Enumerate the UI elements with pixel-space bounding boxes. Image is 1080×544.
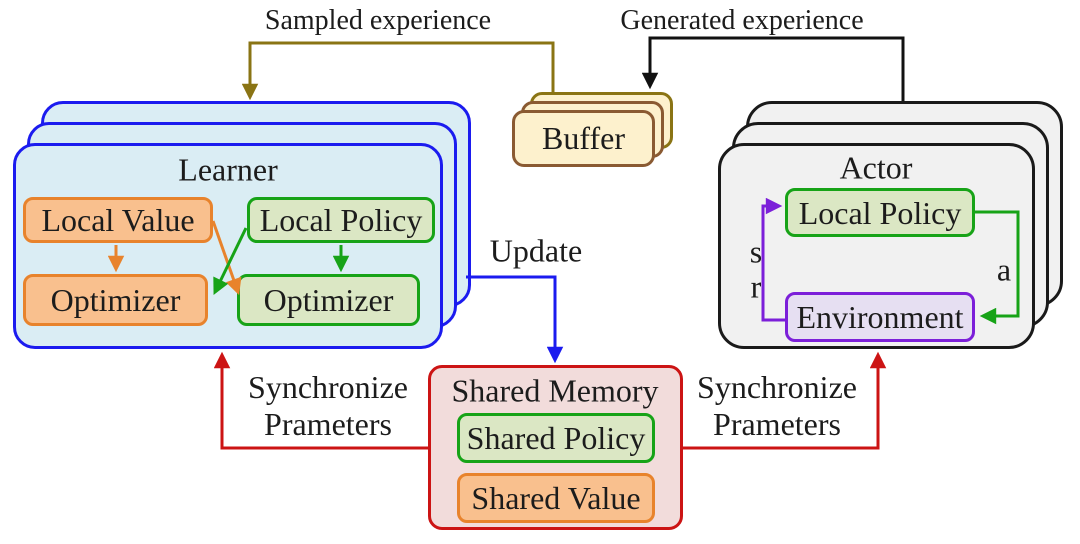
state-label: s: [749, 233, 763, 270]
shared-value-node: Shared Value: [457, 473, 655, 523]
synchronize-right-line1: Synchronize: [697, 369, 857, 405]
value-optimizer-node: Optimizer: [23, 274, 208, 326]
update-label: Update: [489, 232, 583, 269]
synchronize-right-label: Synchronize Prameters: [697, 369, 857, 443]
generated-experience-arrow: [641, 36, 905, 101]
environment-node: Environment: [785, 292, 975, 342]
reward-label: r: [750, 268, 762, 305]
sampled-experience-label: Sampled experience: [264, 4, 492, 36]
actor-local-policy-node: Local Policy: [785, 188, 975, 237]
buffer-title: Buffer: [542, 120, 625, 156]
shared-policy-node: Shared Policy: [457, 413, 655, 463]
synchronize-right-line2: Prameters: [713, 406, 841, 442]
sampled-experience-arrow: [241, 41, 555, 101]
learner-local-policy-node: Local Policy: [247, 197, 435, 243]
policy-optimizer-node: Optimizer: [237, 274, 420, 326]
generated-experience-label: Generated experience: [620, 4, 864, 36]
shared-memory-title: Shared Memory: [451, 372, 659, 409]
synchronize-left-line1: Synchronize: [248, 369, 408, 405]
synchronize-left-line2: Prameters: [264, 406, 392, 442]
buffer-box: [512, 110, 655, 167]
action-label: a: [996, 251, 1012, 288]
update-arrow: [466, 275, 564, 364]
local-value-node: Local Value: [23, 197, 213, 243]
learner-title: Learner: [178, 151, 278, 188]
synchronize-left-label: Synchronize Prameters: [248, 369, 408, 443]
actor-title: Actor: [839, 149, 913, 186]
